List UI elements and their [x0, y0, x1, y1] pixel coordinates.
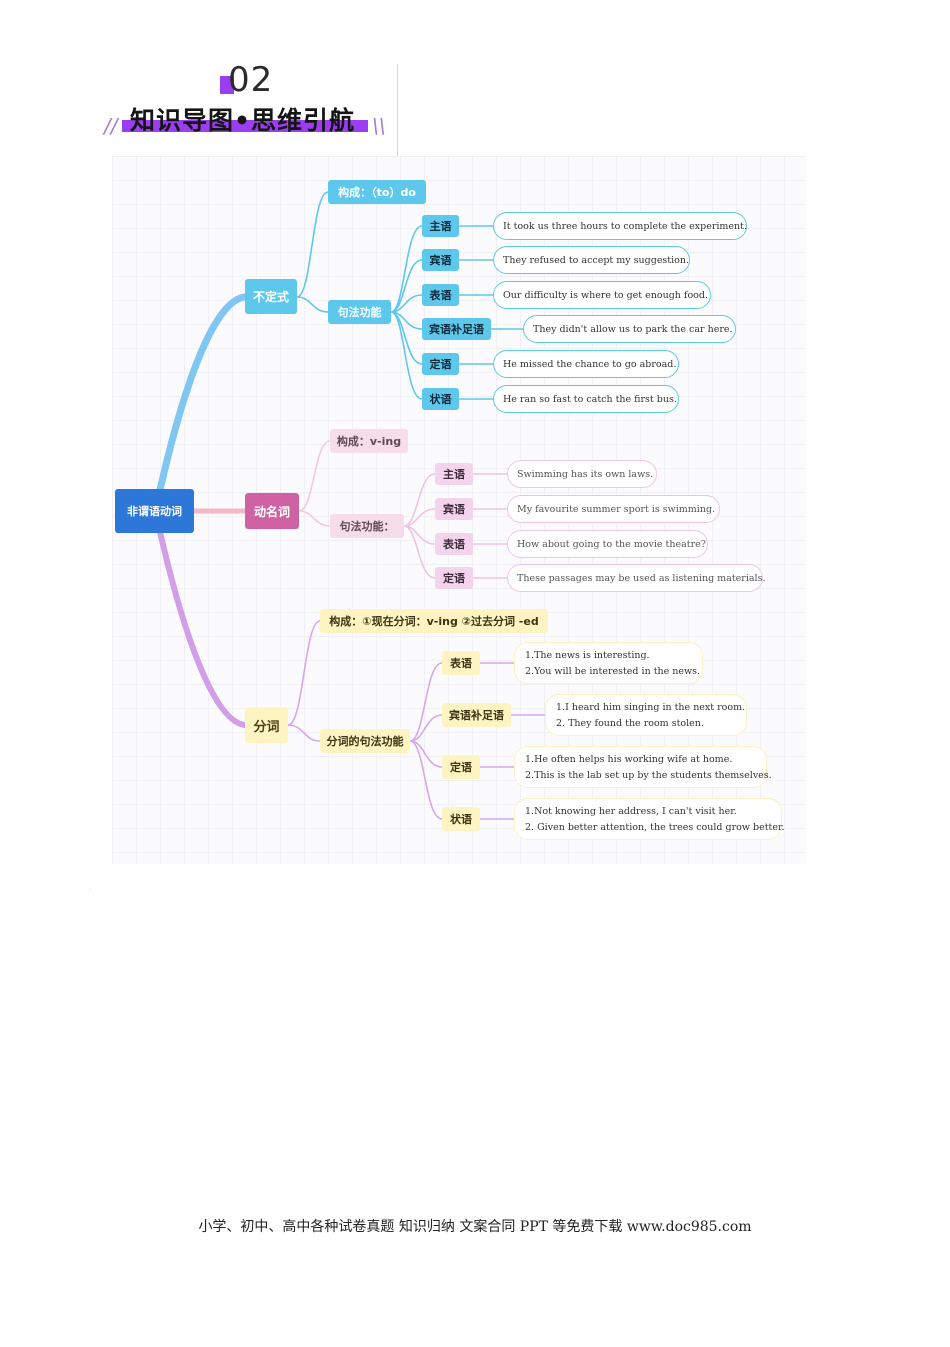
- branch-inf-form: [296, 191, 329, 298]
- inf-role-predicative: 表语: [422, 284, 459, 306]
- ger-role-subject: 主语: [435, 463, 473, 485]
- ger-role-predicative: 表语: [435, 533, 473, 555]
- par-example-adverbial-line1: 1.Not knowing her address, I can't visit…: [525, 805, 737, 817]
- left-slash-decoration: //: [104, 114, 118, 138]
- page-mark: ·: [89, 887, 91, 894]
- inf-role-object-complement: 宾语补足语: [422, 318, 491, 340]
- branch-ger-func-trunk: [403, 473, 436, 579]
- par-role-adverbial: 状语: [442, 807, 480, 831]
- par-example-attributive-line2: 2.This is the lab set up by the students…: [525, 769, 772, 781]
- branch-ger-func: [298, 510, 331, 527]
- section-number: 02: [228, 60, 274, 100]
- par-role-attributive: 定语: [442, 755, 480, 779]
- footer-text: 小学、初中、高中各种试卷真题 知识归纳 文案合同 PPT 等免费下载 www.d…: [198, 1219, 752, 1235]
- inf-example-links: [459, 225, 523, 400]
- root-node: 非谓语动词: [115, 489, 194, 533]
- page-title: 知识导图•思维引航: [130, 106, 355, 135]
- branch-par-func-trunk: [409, 662, 443, 820]
- inf-example-object: They refused to accept my suggestion.: [493, 246, 690, 274]
- ger-example-object: My favourite summer sport is swimming.: [507, 495, 720, 523]
- inf-example-attributive: He missed the chance to go abroad.: [493, 350, 679, 378]
- par-role-predicative: 表语: [442, 651, 480, 675]
- section-number-accent: [220, 76, 234, 94]
- ger-role-attributive: 定语: [435, 567, 473, 589]
- par-example-object-complement: 1.I heard him singing in the next room. …: [545, 694, 747, 736]
- header-divider: [397, 64, 398, 156]
- par-example-adverbial-line2: 2. Given better attention, the trees cou…: [525, 821, 785, 833]
- inf-role-attributive: 定语: [422, 353, 459, 375]
- inf-role-adverbial: 状语: [422, 388, 459, 410]
- branch-ger-form: [298, 440, 331, 512]
- infinitive-node: 不定式: [245, 279, 297, 314]
- branch-par-form: [287, 620, 321, 726]
- ger-example-links: [473, 473, 507, 579]
- gerund-function: 句法功能：: [330, 514, 404, 538]
- par-example-predicative-line1: 1.The news is interesting.: [525, 649, 650, 661]
- par-example-attributive-line1: 1.He often helps his working wife at hom…: [525, 753, 733, 765]
- participle-node: 分词: [245, 707, 288, 743]
- inf-role-object: 宾语: [422, 249, 459, 271]
- par-example-predicative: 1.The news is interesting. 2.You will be…: [514, 642, 703, 684]
- participle-function: 分词的句法功能: [320, 729, 410, 753]
- par-example-predicative-line2: 2.You will be interested in the news.: [525, 665, 701, 677]
- branch-root-infinitive: [156, 293, 249, 494]
- par-example-adverbial: 1.Not knowing her address, I can't visit…: [514, 798, 785, 840]
- inf-example-object-complement: They didn't allow us to park the car her…: [523, 315, 736, 343]
- inf-example-adverbial: He ran so fast to catch the first bus.: [493, 385, 679, 413]
- branch-par-func: [287, 724, 321, 742]
- branch-root-participle: [157, 529, 248, 728]
- par-role-object-complement: 宾语补足语: [442, 703, 511, 727]
- gerund-node: 动名词: [245, 493, 299, 529]
- par-example-attributive: 1.He often helps his working wife at hom…: [514, 746, 772, 788]
- inf-example-subject: It took us three hours to complete the e…: [493, 212, 747, 240]
- inf-role-subject: 主语: [422, 215, 459, 237]
- branch-inf-func: [296, 296, 329, 313]
- inf-example-predicative: Our difficulty is where to get enough fo…: [493, 281, 711, 309]
- ger-role-object: 宾语: [435, 498, 473, 520]
- ger-example-predicative: How about going to the movie theatre?: [507, 530, 708, 558]
- participle-form: 构成：①现在分词：v-ing ②过去分词 -ed: [320, 609, 548, 633]
- right-slash-decoration: \\: [372, 114, 386, 138]
- ger-example-attributive: These passages may be used as listening …: [507, 564, 765, 592]
- par-example-object-complement-line2: 2. They found the room stolen.: [556, 717, 704, 729]
- title-highlight-bar: [122, 120, 368, 132]
- par-example-links: [480, 662, 545, 820]
- ger-example-subject: Swimming has its own laws.: [507, 460, 657, 488]
- par-example-object-complement-line1: 1.I heard him singing in the next room.: [556, 701, 746, 713]
- branch-inf-func-trunk: [390, 225, 423, 400]
- infinitive-form: 构成：（to）do: [328, 180, 426, 204]
- gerund-form: 构成：v-ing: [330, 429, 408, 453]
- infinitive-function: 句法功能: [328, 300, 391, 324]
